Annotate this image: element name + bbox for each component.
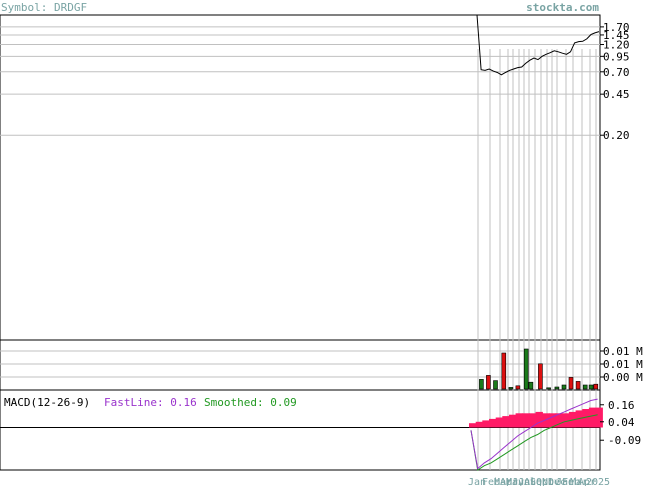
volume-bar <box>508 387 514 390</box>
volume-bar <box>588 384 594 390</box>
vertical-gridlines <box>477 49 597 470</box>
volume-bar <box>575 381 581 390</box>
volume-bars <box>479 348 599 390</box>
price-tick-label: 0.20 <box>603 129 630 142</box>
symbol-label: Symbol: DRDGF <box>1 1 87 14</box>
x-tick-label: May <box>506 477 524 486</box>
macd-hist-bar <box>469 423 477 428</box>
x-tick-label: Oct <box>536 477 554 486</box>
x-tick-label: Jan <box>468 477 486 486</box>
macd-lines <box>470 398 598 471</box>
volume-axis: 0.01 M0.01 M0.00 M <box>600 345 643 384</box>
volume-tick-label: 0.01 M <box>603 345 643 358</box>
x-tick-label: Mar <box>570 477 588 486</box>
macd-panel <box>0 389 601 471</box>
x-tick-label: Dec <box>548 477 566 486</box>
volume-tick-label: 0.01 M <box>603 358 643 371</box>
volume-tick-label: 0.00 M <box>603 371 643 384</box>
price-series <box>476 14 600 76</box>
macd-smoothed-label: Smoothed: 0.09 <box>204 396 297 409</box>
volume-bar <box>568 377 574 390</box>
volume-bar <box>479 379 484 390</box>
volume-bar <box>528 381 534 390</box>
macd-tick-label: 0.04 <box>608 416 635 429</box>
macd-hist-bar <box>582 409 590 428</box>
macd-histogram <box>469 407 603 428</box>
macd-hist-bar <box>482 420 490 428</box>
macd-hist-bar <box>555 413 563 428</box>
volume-bar <box>593 383 599 390</box>
volume-bar <box>501 352 507 390</box>
macd-hist-bar <box>495 417 503 428</box>
price-tick-label: 1.45 <box>603 29 630 42</box>
macd-hist-bar <box>595 407 603 428</box>
macd-hist-bar <box>509 414 517 428</box>
x-tick-label: Nov <box>542 477 560 486</box>
macd-tick-label: 0.16 <box>608 399 635 412</box>
volume-gridlines <box>0 350 600 378</box>
volume-bar <box>546 387 551 390</box>
x-axis-labels: JanFebMarAprMayJunJulAugSepOctNovDecJanF… <box>468 477 610 486</box>
price-tick-label: 1.70 <box>603 21 630 34</box>
volume-bar <box>538 363 543 390</box>
x-tick-label: Feb <box>482 477 500 486</box>
x-tick-label: Feb <box>562 477 580 486</box>
x-tick-label: Jun <box>512 477 530 486</box>
volume-bar <box>515 385 521 390</box>
volume-bar <box>582 384 588 390</box>
macd-axis: 0.16 0.04 -0.09 <box>600 399 641 447</box>
volume-bar <box>486 375 491 390</box>
macd-hist-bar <box>522 413 530 428</box>
price-line <box>476 14 600 76</box>
macd-fast-label: FastLine: 0.16 <box>104 396 197 409</box>
macd-smoothed-line <box>470 414 598 471</box>
macd-hist-bar <box>542 413 550 428</box>
price-tick-label: 0.95 <box>603 50 630 63</box>
price-axis: 1.701.451.200.95 0.70 0.45 0.20 <box>600 21 630 142</box>
macd-hist-bar <box>515 413 523 428</box>
x-tick-label: Sep <box>530 477 548 486</box>
macd-tick-label: -0.09 <box>608 434 641 447</box>
price-tick-label: 0.70 <box>603 66 630 79</box>
x-tick-label: Apr <box>500 477 518 486</box>
macd-hist-bar <box>529 413 537 428</box>
volume-bar <box>493 380 498 390</box>
volume-bar <box>523 348 529 390</box>
x-tick-label: Mar <box>494 477 512 486</box>
macd-title: MACD(12-26-9) <box>4 396 90 409</box>
site-label: stockta.com <box>526 1 599 14</box>
macd-hist-bar <box>502 416 510 428</box>
x-tick-label: 2025 <box>586 477 610 486</box>
price-tick-label: 0.45 <box>603 88 630 101</box>
x-tick-label: Jan <box>556 477 574 486</box>
macd-hist-bar <box>475 421 483 428</box>
macd-hist-bar <box>535 411 543 428</box>
price-tick-label: 1.20 <box>603 39 630 52</box>
macd-hist-bar <box>588 407 597 428</box>
volume-panel <box>0 339 601 391</box>
macd-hist-bar <box>489 418 497 428</box>
macd-fast-line <box>470 398 598 470</box>
volume-bar <box>554 386 560 390</box>
x-tick-label: Apr <box>578 477 596 486</box>
macd-hist-bar <box>562 413 570 428</box>
price-panel <box>0 14 601 341</box>
volume-bar <box>561 384 567 390</box>
price-gridlines <box>0 26 600 136</box>
x-tick-label: Jul <box>518 477 536 486</box>
x-tick-label: Aug <box>524 477 542 486</box>
macd-hist-bar <box>549 413 557 428</box>
